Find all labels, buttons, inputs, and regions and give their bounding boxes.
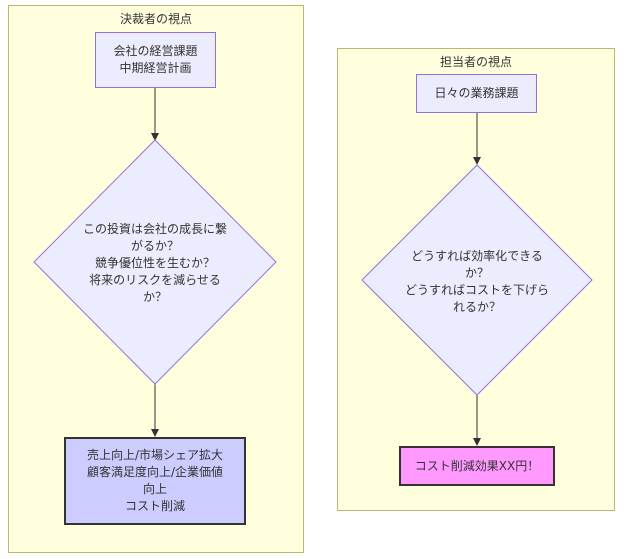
node-text-line: 顧客満足度向上/企業価値 <box>86 465 224 479</box>
node-text-line: どうすれば効率化できる <box>411 249 543 263</box>
decision-diamond-left <box>33 139 277 385</box>
node-text-line: 売上向上/市場シェア拡大 <box>86 448 224 462</box>
outcome-node-left: 売上向上/市場シェア拡大 顧客満足度向上/企業価値 向上 コスト削減 <box>64 437 246 525</box>
swimlane-title: 担当者の視点 <box>439 55 512 69</box>
decision-text-left: この投資は会社の成長に繋 がるか？ 競争優位性を生むか？ 将来のリスクを減らせる… <box>75 218 235 308</box>
start-node-right: 日々の業務課題 <box>416 74 537 113</box>
node-text-line: 向上 <box>142 482 167 496</box>
start-node-left: 会社の経営課題 中期経営計画 <box>95 32 216 88</box>
swimlane-title: 決裁者の視点 <box>119 12 192 26</box>
node-text-line: コスト削減効果XX円！ <box>414 458 540 473</box>
decision-text-right: どうすれば効率化できる か？ どうすればコストを下げら れるか？ <box>402 246 552 318</box>
node-text-line: か？ <box>464 266 489 280</box>
node-text-line: コスト削減 <box>124 499 185 513</box>
node-text-line: 将来のリスクを減らせる <box>89 272 221 287</box>
node-text-line: 競争優位性を生むか？ <box>94 255 215 270</box>
node-text-line: この投資は会社の成長に繋 <box>82 221 227 236</box>
node-text-line: 日々の業務課題 <box>434 86 519 100</box>
outcome-node-right: コスト削減効果XX円！ <box>399 446 555 486</box>
node-text-line: がるか？ <box>130 238 179 253</box>
node-text-line: 中期経営計画 <box>119 61 192 75</box>
node-text-line: れるか？ <box>452 300 501 314</box>
decision-diamond-right <box>361 164 593 396</box>
node-text-line: か？ <box>142 289 167 304</box>
node-text-line: 会社の経営課題 <box>113 44 198 58</box>
node-text-line: どうすればコストを下げら <box>404 283 549 297</box>
